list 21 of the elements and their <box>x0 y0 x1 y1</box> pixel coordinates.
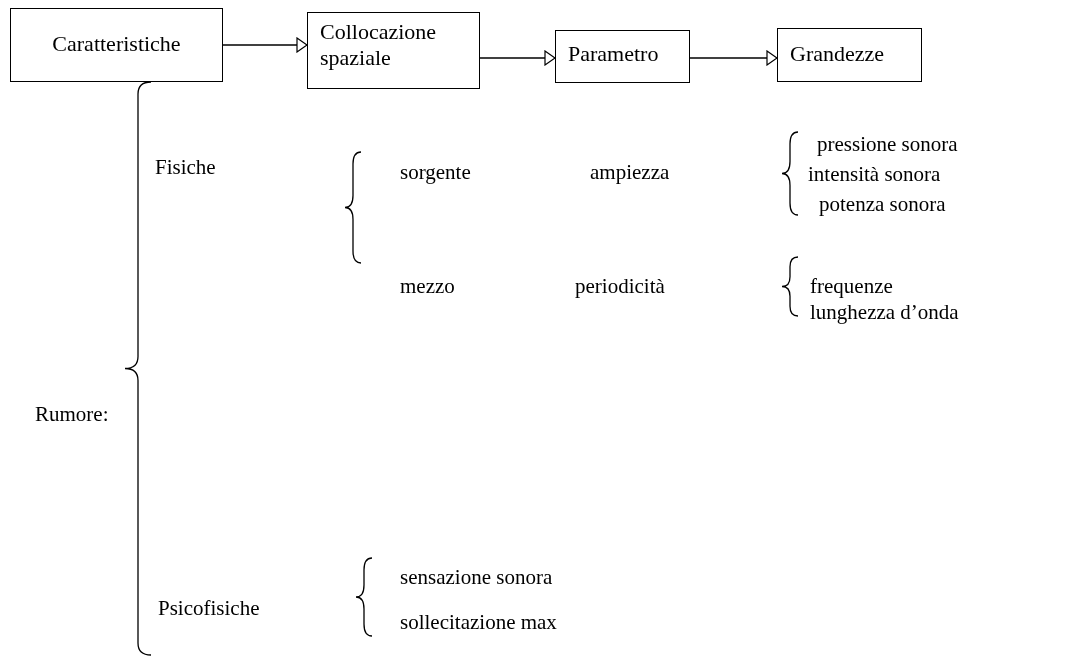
arrow <box>479 50 556 66</box>
process-box: Caratteristiche <box>10 8 223 82</box>
tree-label: ampiezza <box>590 160 670 184</box>
process-box: Collocazione spaziale <box>307 12 480 89</box>
process-box: Parametro <box>555 30 690 83</box>
tree-label: sensazione sonora <box>400 565 553 589</box>
tree-label: pressione sonora <box>817 132 958 156</box>
tree-label: periodicità <box>575 274 665 298</box>
arrow <box>689 50 778 66</box>
arrow <box>222 37 308 53</box>
tree-label: mezzo <box>400 274 455 298</box>
tree-label: Fisiche <box>155 155 216 179</box>
tree-label: sorgente <box>400 160 471 184</box>
tree-label: Rumore: <box>35 402 109 426</box>
tree-label: potenza sonora <box>819 192 946 216</box>
tree-label: lunghezza d’onda <box>810 300 959 324</box>
process-box: Grandezze <box>777 28 922 82</box>
tree-label: sollecitazione max <box>400 610 557 634</box>
tree-label: frequenze <box>810 274 893 298</box>
tree-label: intensità sonora <box>808 162 941 186</box>
tree-label: Psicofisiche <box>158 596 260 620</box>
